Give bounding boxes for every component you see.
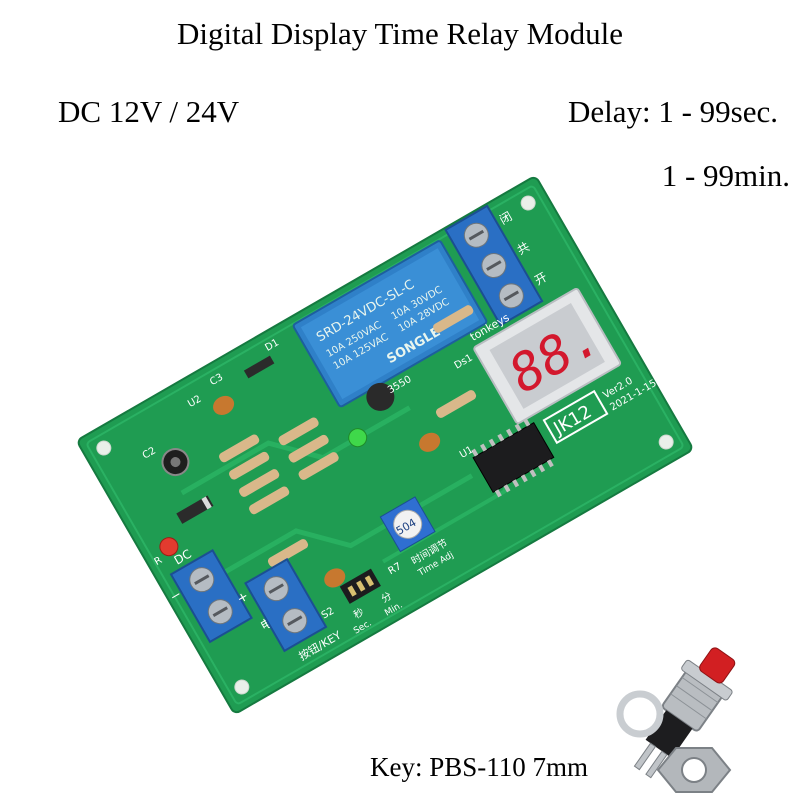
page-title: Digital Display Time Relay Module [176, 16, 624, 51]
voltage-spec: DC 12V / 24V [58, 94, 240, 129]
relay-output-terminal: 闭 共 开 [444, 204, 550, 327]
delay-seconds-spec: Delay: 1 - 99sec. [567, 94, 778, 129]
pcb-board: SRD-24VDC-SL-C 10A 250VAC 10A 30VDC 10A … [77, 176, 693, 714]
r-label: R [153, 555, 165, 568]
resistors [219, 305, 477, 567]
key-spec: Key: PBS-110 7mm [370, 752, 589, 782]
delay-minutes-spec: 1 - 99min. [661, 158, 790, 193]
push-button [616, 647, 736, 793]
